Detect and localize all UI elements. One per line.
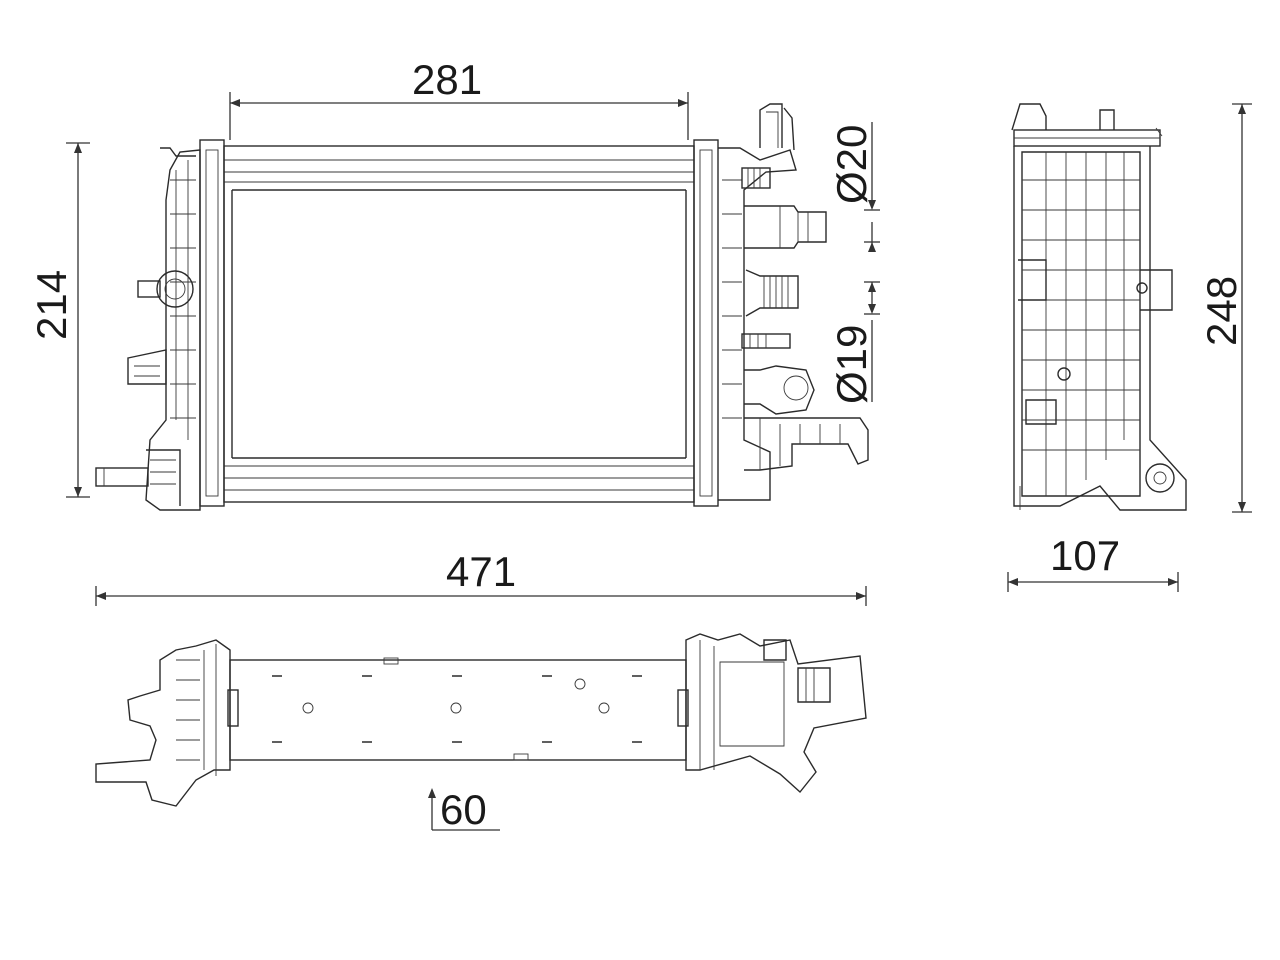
dim-label-471: 471 — [446, 548, 516, 595]
dimension-214: 214 — [28, 142, 90, 498]
dimension-diameter-19: Ø19 — [828, 281, 880, 404]
dimension-60: 60 — [428, 786, 500, 833]
dimension-107: 107 — [1007, 532, 1179, 592]
dimension-281: 281 — [229, 56, 689, 140]
dim-label-107: 107 — [1050, 532, 1120, 579]
dimension-248: 248 — [1198, 103, 1252, 513]
left-header-tank — [95, 139, 225, 511]
dimension-471: 471 — [95, 548, 867, 606]
dim-label-248: 248 — [1198, 276, 1245, 346]
dim-label-214: 214 — [28, 270, 75, 340]
front-view — [95, 103, 869, 511]
dim-label-281: 281 — [412, 56, 482, 103]
side-view — [1011, 103, 1187, 511]
right-header-tank — [693, 103, 869, 507]
dim-label-diameter-19: Ø19 — [828, 325, 875, 404]
dim-label-diameter-20: Ø20 — [828, 125, 875, 204]
dimension-diameter-20: Ø20 — [828, 122, 880, 252]
top-view — [95, 633, 867, 807]
dim-label-60: 60 — [440, 786, 487, 833]
radiator-core — [223, 145, 695, 503]
